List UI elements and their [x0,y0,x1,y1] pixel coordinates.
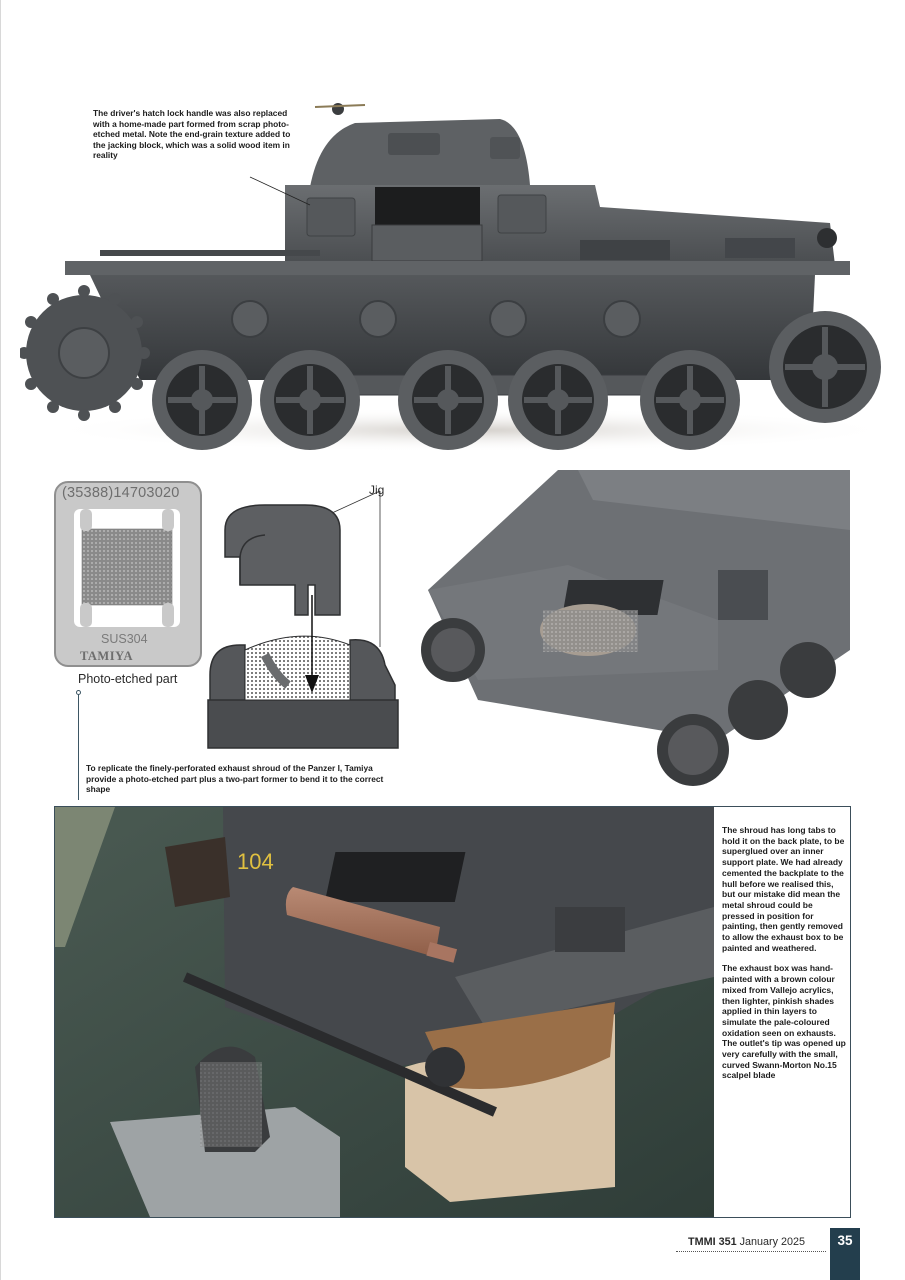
page-edge [0,0,1,1280]
issue-date: January 2025 [739,1236,806,1248]
photo-etched-sheet: (35388)14703020 SUS304 TAMIYA [54,481,202,667]
tank-side-photo [20,103,890,452]
pe-part-code: (35388)14703020 [62,485,180,501]
jig-diagram [207,490,399,749]
jig-label: Jig [369,483,385,497]
top-photo-caption: The driver's hatch lock handle was also … [93,108,291,161]
sidebar-paragraph: The shroud has long tabs to hold it on t… [722,825,845,953]
page-number: 35 [830,1228,860,1280]
svg-text:104: 104 [237,849,274,874]
pe-part-label: Photo-etched part [78,672,178,686]
pe-mesh-fret [74,509,180,627]
tamiya-logo: TAMIYA [80,649,134,663]
caption-leader-line [78,692,79,800]
diagram-caption: To replicate the finely-perforated exhau… [86,763,384,795]
sidebar-paragraph: The exhaust box was hand-painted with a … [722,963,846,1081]
footer-dotted-rule [676,1251,826,1252]
magazine-name: TMMI 351 [688,1236,737,1248]
exhaust-closeup-photo: 104 [55,807,714,1217]
caption-leader-dot [76,690,81,695]
pe-material-label: SUS304 [101,632,148,646]
footer-issue-info: TMMI 351 January 2025 [688,1236,805,1248]
rear-hull-photo [418,470,850,800]
sidebar-text: The shroud has long tabs to hold it on t… [722,825,846,1081]
